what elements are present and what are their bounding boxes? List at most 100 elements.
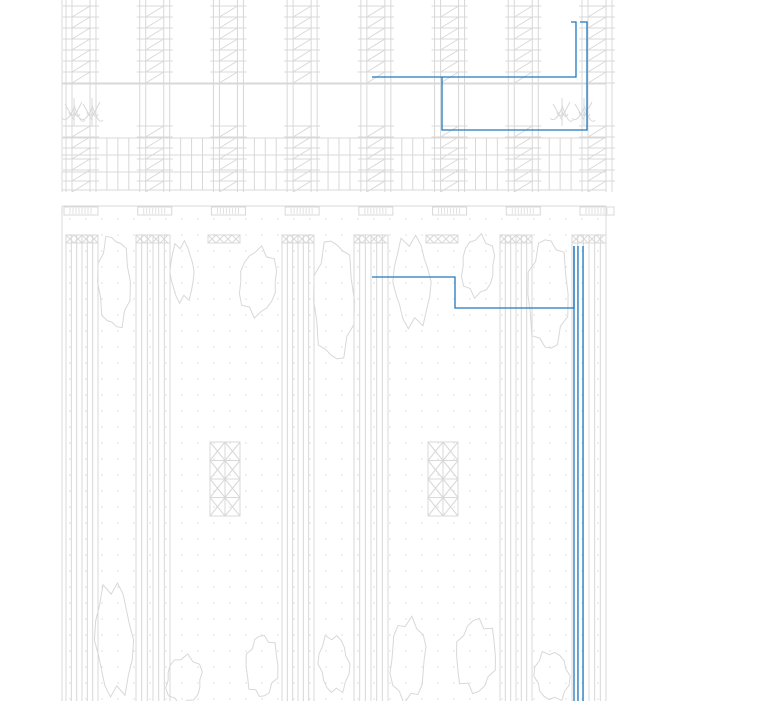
bracing-diagonal: [442, 478, 459, 498]
tower-brace: [587, 38, 607, 51]
bracing-diagonal: [442, 460, 459, 480]
scaffold-tower: [210, 0, 277, 193]
tree-icon: [571, 98, 596, 126]
tower-brace: [292, 158, 312, 171]
tower-brace: [292, 147, 312, 160]
cap-cross: [433, 234, 443, 244]
tree-branch: [86, 111, 93, 117]
bracing-diagonal: [209, 460, 226, 480]
tree-branch: [64, 103, 75, 121]
tower-brace: [71, 38, 91, 51]
tower-brace: [145, 27, 164, 40]
cap-cross: [595, 234, 605, 244]
scaffold-tower: [579, 0, 615, 193]
tower-brace: [219, 125, 238, 138]
tower-brace: [366, 49, 386, 62]
tree-icon: [61, 98, 86, 126]
tower-brace: [587, 5, 607, 18]
tower-brace: [292, 125, 312, 138]
bracing-diagonal: [427, 478, 444, 498]
tree-branch: [561, 104, 574, 122]
plan-post-cap: [137, 206, 173, 216]
bracing-diagonal: [224, 478, 241, 498]
cap-cross: [353, 234, 363, 244]
tower-brace: [366, 16, 386, 29]
cap-cross: [507, 234, 517, 244]
cap-cross: [207, 234, 217, 244]
tower-brace: [366, 158, 386, 171]
plan-strip: [499, 234, 533, 701]
tower-brace: [514, 158, 533, 171]
bracing-diagonal: [427, 460, 444, 480]
tower-brace: [219, 71, 238, 84]
tower-brace: [514, 125, 533, 138]
scaffold-tower: [136, 0, 203, 193]
scaffold-tower: [505, 0, 572, 193]
tower-brace: [145, 16, 164, 29]
bracing-diagonal: [224, 460, 241, 480]
plan-strip: [135, 234, 171, 701]
cap-cross: [361, 234, 371, 244]
cap-cross: [65, 234, 75, 244]
cap-cross: [587, 234, 597, 244]
cap-cross: [81, 234, 91, 244]
tree-branch: [73, 110, 81, 117]
bracing-diagonal: [209, 478, 226, 498]
tree-canopy-icon: [97, 235, 131, 329]
bracing-diagonal: [442, 497, 459, 517]
tree-canopy-icon: [169, 239, 195, 305]
tower-brace: [145, 60, 164, 73]
tower-brace: [145, 38, 164, 51]
cap-cross: [223, 234, 233, 244]
tree-branch: [91, 110, 99, 117]
tower-brace: [366, 125, 386, 138]
tower-brace: [587, 60, 607, 73]
cap-cross: [377, 234, 387, 244]
tower-brace: [440, 27, 459, 40]
tower-brace: [514, 49, 533, 62]
tree-branch: [578, 111, 585, 117]
tower-brace: [292, 60, 312, 73]
cap-cross: [89, 234, 99, 244]
tower-brace: [366, 147, 386, 160]
bracing-panel: [427, 441, 459, 517]
tower-brace: [219, 16, 238, 29]
tree-canopy-icon: [317, 634, 351, 694]
strip-cap: [353, 234, 389, 244]
tower-brace: [71, 158, 91, 171]
tower-brace: [219, 147, 238, 160]
tower-brace: [587, 169, 607, 182]
tower-brace: [219, 180, 238, 193]
tower-brace: [587, 27, 607, 40]
plan-post-cap: [358, 206, 394, 216]
tower-brace: [219, 27, 238, 40]
tower-brace: [71, 60, 91, 73]
tower-brace: [219, 169, 238, 182]
strip-cap: [571, 234, 607, 244]
tower-brace: [514, 169, 533, 182]
cap-cross: [135, 234, 145, 244]
site-plan: [61, 205, 615, 701]
tower-brace: [587, 158, 607, 171]
tree-canopy-icon: [238, 245, 278, 319]
tower-brace: [71, 169, 91, 182]
tree-branch: [552, 103, 563, 121]
tree-branch: [82, 103, 93, 121]
tower-brace: [366, 5, 386, 18]
cap-cross: [523, 234, 533, 244]
tower-brace: [145, 147, 164, 160]
tower-brace: [292, 49, 312, 62]
tree-branch: [549, 107, 563, 121]
plan-post-cap: [432, 206, 468, 216]
tree-branch: [574, 103, 585, 121]
cap-cross: [571, 234, 581, 244]
tree-branch: [561, 101, 571, 118]
plan-post-cap: [505, 206, 541, 216]
tree-branch: [68, 111, 75, 117]
tower-brace: [145, 180, 164, 193]
cap-cross: [441, 234, 451, 244]
tower-brace: [71, 27, 91, 40]
cap-cross: [297, 234, 307, 244]
tower-brace: [440, 49, 459, 62]
tower-brace: [366, 60, 386, 73]
